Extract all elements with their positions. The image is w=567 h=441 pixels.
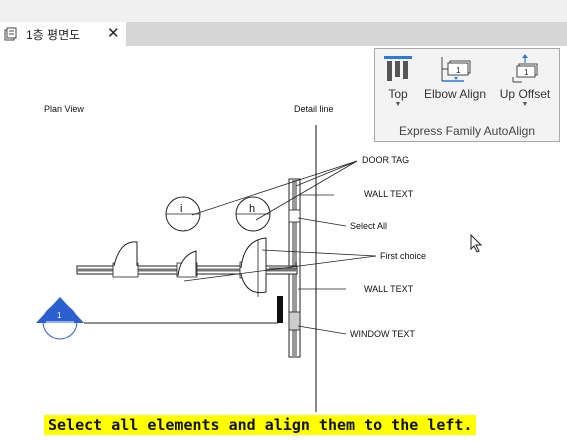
first-choice-label: First choice (380, 251, 427, 261)
top-button[interactable]: Top ▼ (381, 53, 415, 119)
elevation-number: 1 (57, 311, 62, 320)
door-tag-h[interactable]: h (235, 196, 271, 232)
up-offset-icon: 1 (512, 54, 538, 83)
top-align-icon (384, 56, 412, 81)
door-1[interactable] (112, 241, 139, 278)
close-icon[interactable]: ✕ (107, 25, 120, 42)
express-family-autoalign-panel: Top ▼ 1 Elbow Align 1 Up Offset ▼ Expres… (374, 48, 560, 142)
tab-floor-plan[interactable]: 1층 평면도 ✕ (0, 22, 126, 46)
select-all-label: Select All (350, 221, 388, 231)
floor-plan-icon (4, 27, 17, 41)
chevron-down-icon: ▼ (521, 101, 529, 108)
svg-text:1: 1 (456, 66, 461, 75)
top-label: Top (388, 87, 408, 101)
door-tag-label: DOOR TAG (362, 155, 410, 165)
plan-view-label: Plan View (44, 104, 84, 114)
elbow-align-icon: 1 (441, 57, 471, 82)
mouse-cursor-icon (470, 234, 483, 253)
wall-text-label-2: WALL TEXT (364, 284, 414, 294)
tag-i-label: i (180, 203, 182, 215)
door-2[interactable] (176, 250, 198, 278)
up-offset-button[interactable]: 1 Up Offset ▼ (495, 53, 555, 119)
title-bar (0, 0, 567, 22)
elevation-marker[interactable]: 1 (36, 296, 283, 340)
elbow-align-button[interactable]: 1 Elbow Align (419, 53, 491, 119)
wall-text-label-1: WALL TEXT (364, 189, 414, 199)
up-offset-label: Up Offset (499, 87, 551, 101)
instruction-caption: Select all elements and align them to th… (44, 415, 477, 435)
detail-line-label: Detail line (294, 104, 334, 114)
leader-lines (183, 160, 377, 335)
door-3[interactable] (239, 237, 267, 297)
svg-text:1: 1 (524, 68, 529, 77)
chevron-down-icon: ▼ (394, 101, 402, 108)
elbow-align-label: Elbow Align (423, 87, 487, 101)
panel-group-label: Express Family AutoAlign (398, 124, 536, 138)
window-text-label: WINDOW TEXT (350, 329, 415, 339)
tag-h-label: h (249, 203, 255, 215)
tab-label: 1층 평면도 (26, 28, 81, 42)
